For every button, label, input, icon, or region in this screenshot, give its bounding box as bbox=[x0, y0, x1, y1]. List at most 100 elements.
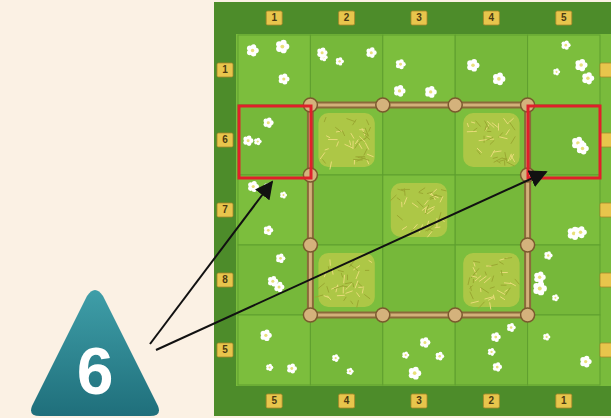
hay-straw bbox=[500, 297, 505, 300]
hay-straw bbox=[325, 149, 329, 150]
hay-straw bbox=[504, 290, 507, 292]
hay-straw bbox=[369, 260, 373, 262]
hay-straw bbox=[338, 270, 344, 271]
number-tag bbox=[411, 394, 427, 408]
number-tag bbox=[217, 63, 233, 77]
hay-straw bbox=[328, 139, 337, 140]
hay-straw bbox=[412, 203, 418, 208]
number-tag bbox=[556, 394, 572, 408]
coordinate-number: 4 bbox=[339, 395, 355, 407]
hay-patch bbox=[463, 253, 519, 307]
flower bbox=[507, 323, 516, 332]
hay-straw bbox=[504, 161, 505, 166]
board-cell bbox=[310, 245, 382, 315]
number-tag bbox=[266, 11, 282, 25]
flower bbox=[287, 363, 297, 373]
number-tag bbox=[600, 343, 611, 357]
hay-straw bbox=[499, 262, 503, 265]
hay-straw bbox=[320, 152, 325, 159]
hay-straw bbox=[411, 229, 414, 231]
fence-rail bbox=[310, 314, 527, 317]
hay-straw bbox=[359, 136, 365, 142]
board-cell bbox=[383, 175, 455, 245]
fence-post bbox=[521, 308, 535, 322]
flower bbox=[425, 86, 437, 98]
board-cell bbox=[383, 245, 455, 315]
hay-straw bbox=[397, 215, 403, 220]
hay-straw bbox=[491, 150, 495, 157]
hay-straw bbox=[419, 192, 423, 194]
hay-straw bbox=[492, 276, 494, 282]
coordinate-number: 2 bbox=[483, 395, 499, 407]
hay-straw bbox=[402, 226, 407, 229]
fence-post bbox=[303, 308, 317, 322]
fence-post bbox=[376, 98, 390, 112]
flower bbox=[394, 85, 405, 97]
hay-straw bbox=[510, 283, 516, 286]
flower bbox=[264, 226, 273, 236]
flower bbox=[575, 59, 587, 71]
board-cell bbox=[383, 35, 455, 105]
number-tag bbox=[217, 203, 233, 217]
hay-straw bbox=[486, 137, 493, 140]
hay-straw bbox=[477, 148, 482, 153]
coordinate-number: 8 bbox=[217, 274, 233, 286]
hay-straw bbox=[359, 129, 364, 130]
board-grid bbox=[238, 35, 600, 385]
flower bbox=[336, 57, 344, 65]
hay-straw bbox=[506, 129, 510, 135]
board-cell bbox=[310, 105, 382, 175]
pointer-arrow bbox=[156, 172, 546, 350]
board-cell bbox=[528, 315, 600, 385]
coordinate-number: 6 bbox=[217, 134, 233, 146]
board-cell bbox=[383, 105, 455, 175]
number-tag bbox=[217, 343, 233, 357]
flower bbox=[409, 367, 421, 380]
coordinate-number: 3 bbox=[411, 395, 427, 407]
fence-post bbox=[303, 238, 317, 252]
hay-straw bbox=[352, 283, 354, 287]
hay-straw bbox=[425, 207, 427, 213]
number-tag bbox=[600, 63, 611, 77]
hay-straw bbox=[367, 154, 374, 157]
hay-straw bbox=[493, 151, 502, 152]
fence-post bbox=[448, 308, 462, 322]
flower bbox=[533, 281, 547, 295]
hay-straw bbox=[440, 196, 443, 202]
hay-straw bbox=[390, 195, 396, 201]
hay-straw bbox=[505, 288, 510, 296]
hay-straw bbox=[484, 277, 490, 283]
board-cell bbox=[528, 245, 600, 315]
board-cell bbox=[455, 245, 527, 315]
hay-straw bbox=[350, 140, 351, 145]
hay-straw bbox=[486, 136, 491, 137]
hay-straw bbox=[353, 159, 362, 161]
hay-straw bbox=[365, 135, 370, 139]
hay-straw bbox=[318, 283, 325, 289]
flower bbox=[274, 282, 284, 293]
board-cell bbox=[238, 105, 310, 175]
number-tag bbox=[600, 133, 611, 147]
hay-straw bbox=[515, 279, 520, 284]
coordinate-number: 2 bbox=[339, 12, 355, 24]
flower bbox=[279, 73, 290, 84]
hay-straw bbox=[485, 126, 486, 131]
flower bbox=[544, 251, 552, 260]
board-cell bbox=[455, 315, 527, 385]
hay-straw bbox=[486, 265, 491, 266]
hay-straw bbox=[344, 275, 345, 283]
hay-straw bbox=[327, 296, 331, 300]
hay-straw bbox=[472, 276, 478, 277]
hay-straw bbox=[485, 121, 489, 129]
hay-straw bbox=[357, 300, 359, 308]
flower bbox=[580, 356, 591, 368]
hay-straw bbox=[485, 272, 486, 276]
flower bbox=[243, 136, 253, 146]
hay-straw bbox=[501, 270, 502, 276]
hay-straw bbox=[401, 202, 402, 207]
hay-straw bbox=[355, 156, 365, 157]
fence-post bbox=[521, 238, 535, 252]
fence bbox=[303, 98, 534, 322]
board-cell bbox=[310, 175, 382, 245]
flower bbox=[575, 226, 587, 238]
